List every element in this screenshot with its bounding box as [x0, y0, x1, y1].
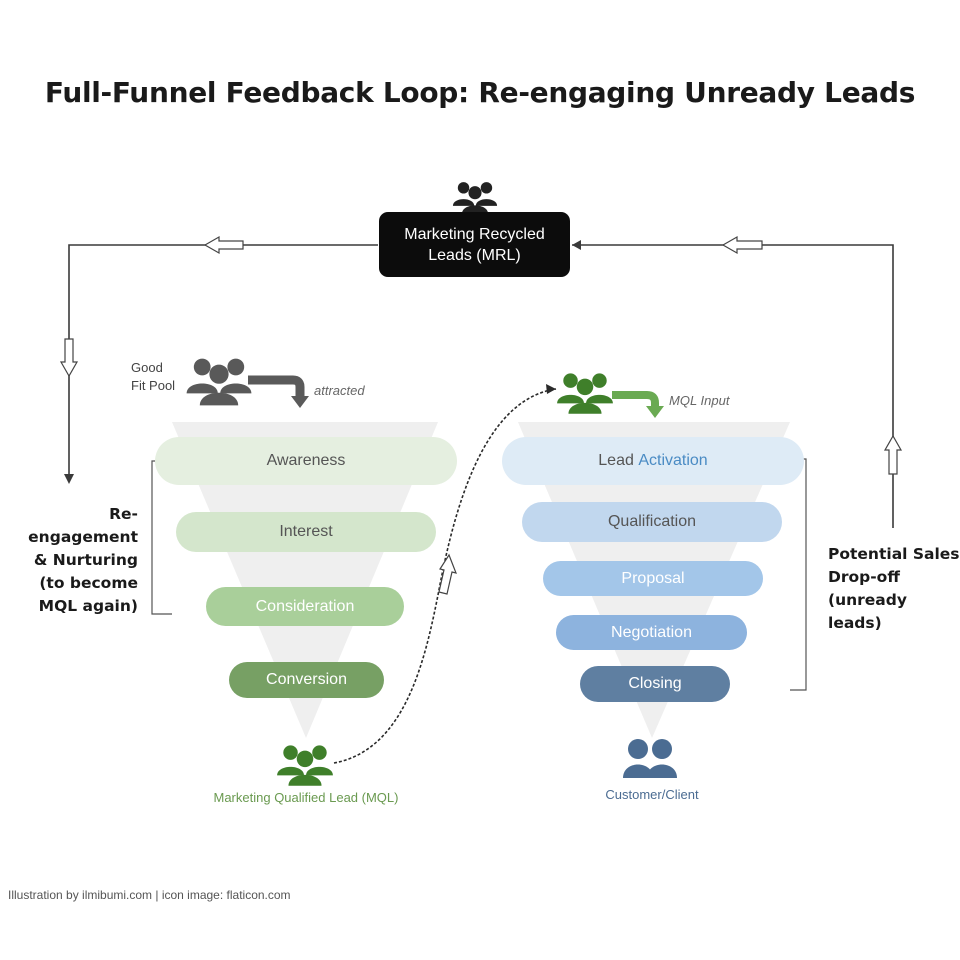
attracted-note: attracted — [314, 383, 365, 398]
mql-transfer-curve — [333, 388, 557, 764]
stage-lead-accent: Activation — [638, 452, 708, 469]
left-note-reengagement: Re-engagement & Nurturing (to become MQL… — [28, 505, 138, 615]
stage-proposal: Proposal — [543, 561, 763, 596]
stage-qualification: Qualification — [522, 502, 782, 542]
diagram-title: Full-Funnel Feedback Loop: Re-engaging U… — [44, 76, 916, 109]
stage-lead-activation: Lead Activation — [502, 437, 804, 485]
mrl-box: Marketing Recycled Leads (MRL) — [379, 212, 570, 277]
hollow-arrow-down — [59, 338, 79, 378]
credit-line: Illustration by ilmibumi.com | icon imag… — [8, 888, 291, 902]
mql-input-arrowhead — [646, 406, 664, 418]
mql-input-arrow — [612, 391, 659, 406]
stage-awareness: Awareness — [155, 437, 457, 485]
hollow-arrow-mql — [438, 553, 457, 595]
stage-consideration: Consideration — [206, 587, 404, 626]
right-note-dropoff: Potential Sales Drop-off (unready leads) — [828, 545, 960, 632]
customer-output-label: Customer/Client — [605, 787, 699, 802]
left-bracket — [151, 460, 172, 615]
mrl-group-icon — [452, 182, 498, 214]
marketing-funnel-shape — [172, 422, 438, 738]
mql-curve-arrowhead — [546, 384, 556, 394]
loop-arrowhead-right — [572, 240, 581, 250]
stage-interest: Interest — [176, 512, 436, 552]
good-fit-pool-group-icon — [186, 358, 252, 406]
stage-negotiation: Negotiation — [556, 615, 747, 650]
mql-output-label: Marketing Qualified Lead (MQL) — [213, 790, 399, 805]
hollow-arrow-up — [883, 434, 903, 475]
mql-input-note: MQL Input — [669, 393, 730, 408]
loop-arrowhead-left — [64, 474, 74, 484]
mql-group-icon — [277, 745, 333, 786]
attracted-arrowhead — [291, 396, 309, 408]
right-bracket — [790, 458, 807, 691]
customer-group-icon — [623, 739, 677, 778]
good-fit-pool-label: Good Fit Pool — [131, 360, 176, 393]
recycle-loop-line — [68, 244, 894, 528]
hollow-arrow-left-1 — [203, 235, 244, 255]
stage-conversion: Conversion — [229, 662, 384, 698]
stage-lead-text: Lead — [598, 452, 639, 469]
mql-input-group-icon — [557, 373, 613, 414]
stage-closing: Closing — [580, 666, 730, 702]
hollow-arrow-left-2 — [721, 235, 763, 255]
attracted-arrow — [248, 375, 305, 396]
